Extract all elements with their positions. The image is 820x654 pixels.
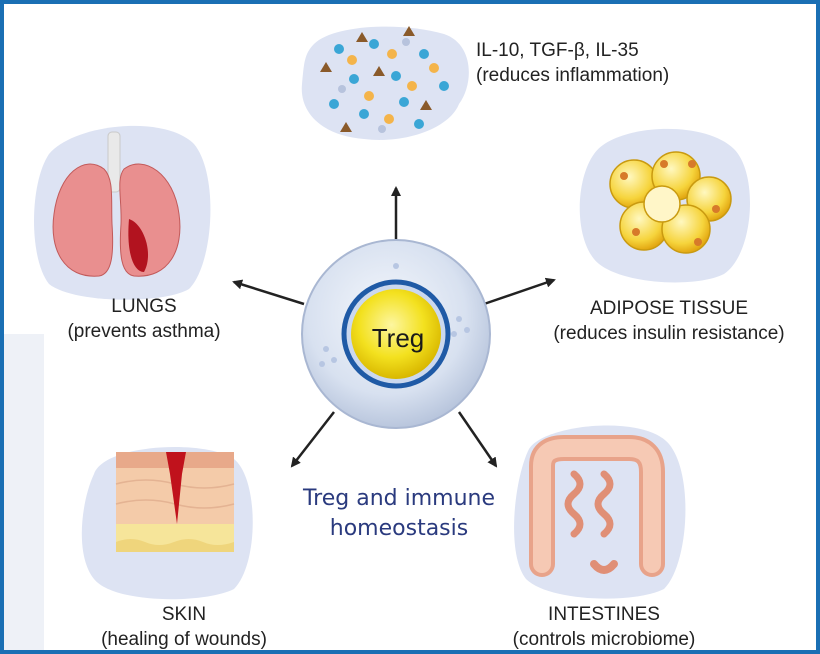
cytokine-names: IL-10, TGF-β, IL-35 bbox=[476, 40, 639, 61]
lungs-icon bbox=[34, 125, 211, 300]
skin-wound-icon bbox=[81, 447, 253, 600]
intestines-effect: (controls microbiome) bbox=[512, 629, 696, 650]
treg-label: Treg bbox=[371, 323, 425, 353]
skin-label: SKIN (healing of wounds) bbox=[64, 602, 304, 650]
arrow-right bbox=[483, 277, 556, 306]
diagram-title-line2: homeostasis bbox=[329, 516, 469, 541]
arrow-down-right bbox=[457, 411, 498, 468]
diagram-artwork bbox=[4, 26, 751, 650]
arrow-left bbox=[232, 279, 305, 306]
skin-effect: (healing of wounds) bbox=[101, 629, 267, 650]
background-panel bbox=[4, 334, 44, 650]
adipose-tissue-icon bbox=[579, 128, 751, 283]
treg-cell-icon bbox=[301, 239, 491, 429]
cytokine-effect: (reduces inflammation) bbox=[476, 65, 670, 86]
lungs-name: LUNGS bbox=[111, 296, 177, 317]
adipose-name: ADIPOSE TISSUE bbox=[589, 298, 749, 319]
lungs-label: LUNGS (prevents asthma) bbox=[44, 294, 244, 344]
intestines-icon bbox=[514, 425, 686, 599]
cytokine-cluster-icon bbox=[301, 26, 469, 140]
adipose-label: ADIPOSE TISSUE (reduces insulin resistan… bbox=[524, 296, 814, 346]
skin-name: SKIN bbox=[161, 604, 207, 625]
cytokine-label: IL-10, TGF-β, IL-35 (reduces inflammatio… bbox=[476, 38, 669, 88]
lungs-effect: (prevents asthma) bbox=[67, 321, 221, 342]
adipose-effect: (reduces insulin resistance) bbox=[553, 323, 785, 344]
arrows bbox=[232, 186, 556, 468]
diagram-title: Treg and immune homeostasis bbox=[274, 484, 524, 544]
intestines-label: INTESTINES (controls microbiome) bbox=[459, 602, 749, 650]
arrow-down-left bbox=[290, 411, 335, 468]
intestines-name: INTESTINES bbox=[548, 604, 660, 625]
diagram-title-line1: Treg and immune bbox=[302, 486, 496, 511]
